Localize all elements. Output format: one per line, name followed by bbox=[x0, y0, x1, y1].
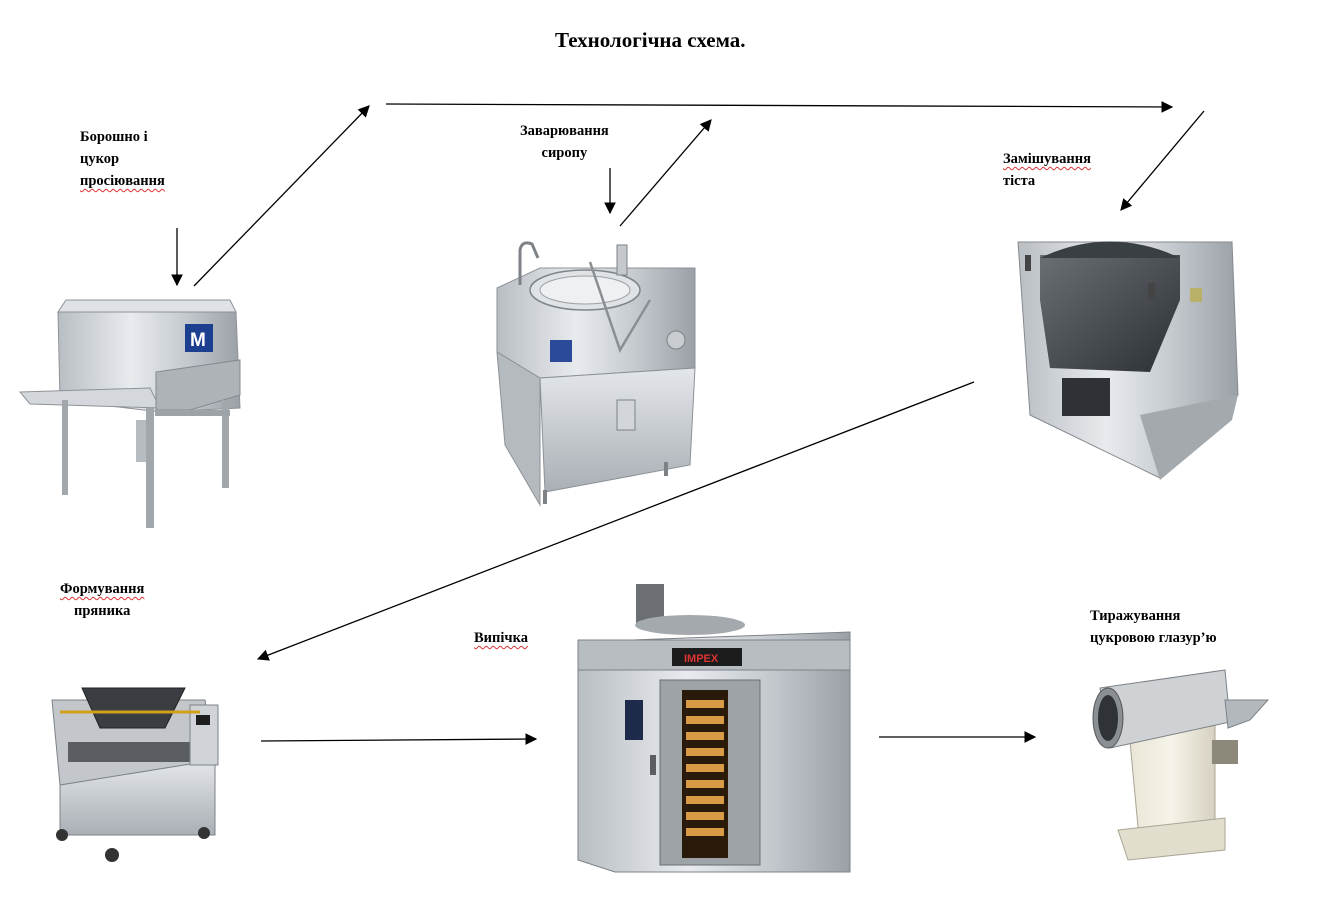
flow-arrows bbox=[171, 101, 1205, 745]
svg-text:IMPEX: IMPEX bbox=[684, 653, 719, 665]
arrow-sifting-up bbox=[193, 105, 370, 287]
arrow-forming-to-baking bbox=[260, 733, 538, 745]
label-syrup: Заварювання сиропу bbox=[520, 123, 609, 161]
sifter-logo-icon bbox=[185, 324, 213, 352]
arrow-syrup-up bbox=[619, 119, 712, 227]
arrow-kneading-to-forming bbox=[256, 381, 975, 661]
label-forming: Формування пряника bbox=[60, 581, 145, 619]
arrow-into-kneading bbox=[1120, 110, 1205, 211]
arrow-top-long bbox=[385, 101, 1174, 113]
oven-logo-icon bbox=[672, 648, 742, 666]
rotary-oven: IMPEX bbox=[577, 584, 851, 873]
diagram-title: Технологічна схема. bbox=[555, 28, 746, 52]
forming-machine bbox=[51, 687, 219, 862]
label-sifting: Борошно і цукор просіювання bbox=[80, 129, 165, 189]
label-kneading: Замішування тіста bbox=[1003, 151, 1091, 189]
label-baking: Випічка bbox=[474, 630, 528, 646]
svg-text:M: M bbox=[190, 330, 206, 351]
sifter-machine: M bbox=[18, 299, 241, 528]
dough-mixer bbox=[1017, 241, 1239, 480]
syrup-kettle bbox=[496, 241, 696, 507]
label-glazing: Тиражування цукровою глазур’ю bbox=[1090, 608, 1217, 646]
glazing-drum bbox=[1092, 669, 1270, 861]
